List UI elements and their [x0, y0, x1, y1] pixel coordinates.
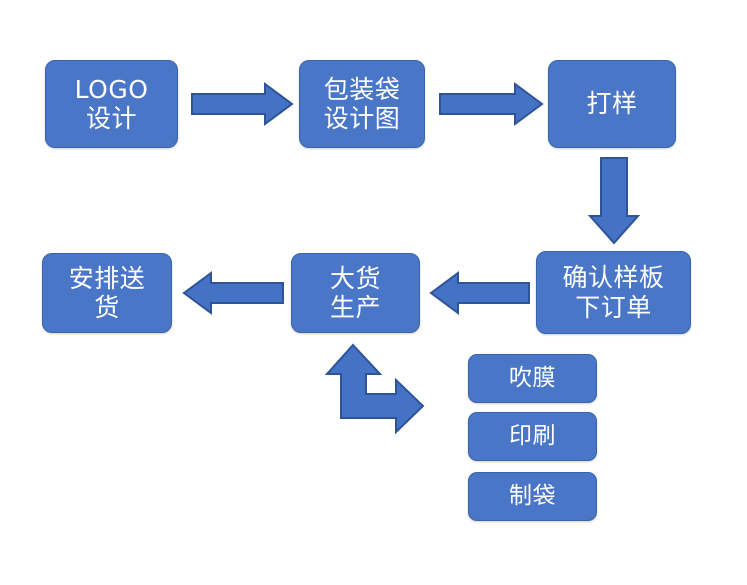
node-arrange-delivery-label: 安排送 货: [68, 263, 146, 323]
node-bag-design-drawing-label: 包装袋 设计图: [323, 74, 401, 134]
node-proofing-label: 打样: [586, 89, 638, 119]
arrow-proof-to-confirm: [587, 157, 641, 245]
node-substep-bag-making[interactable]: 制袋: [468, 472, 597, 521]
node-confirm-sample-place-order-label: 确认样板 下订单: [562, 263, 665, 322]
arrow-bagdesign-to-proof: [439, 82, 544, 126]
arrow-massprod-to-deliver: [182, 271, 284, 315]
node-substep-printing-label: 印刷: [509, 422, 556, 449]
arrow-confirm-to-massprod: [429, 271, 530, 315]
node-logo-design[interactable]: LOGO 设计: [45, 60, 178, 148]
node-substep-printing[interactable]: 印刷: [468, 412, 597, 461]
node-arrange-delivery[interactable]: 安排送 货: [42, 253, 172, 333]
node-bag-design-drawing[interactable]: 包装袋 设计图: [299, 60, 425, 148]
arrow-substeps-to-massprod-elbow: [324, 343, 425, 435]
node-mass-production-label: 大货 生产: [329, 263, 381, 323]
node-substep-film-blowing-label: 吹膜: [509, 364, 556, 391]
node-substep-film-blowing[interactable]: 吹膜: [468, 354, 597, 403]
node-confirm-sample-place-order[interactable]: 确认样板 下订单: [536, 251, 691, 334]
node-substep-bag-making-label: 制袋: [509, 482, 556, 509]
arrow-logo-to-bagdesign: [191, 82, 294, 126]
node-mass-production[interactable]: 大货 生产: [291, 253, 420, 333]
node-logo-design-label: LOGO 设计: [74, 74, 149, 134]
node-proofing[interactable]: 打样: [548, 60, 676, 148]
